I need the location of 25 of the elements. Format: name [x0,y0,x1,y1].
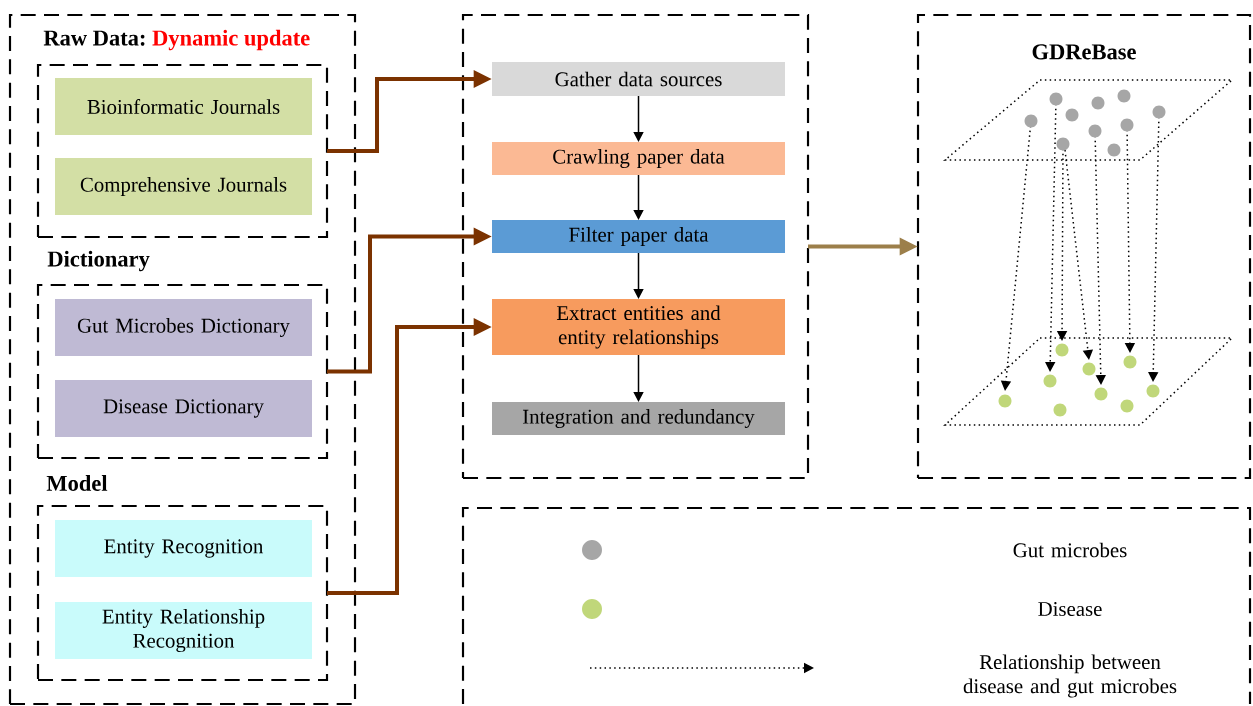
source-box: Gut Microbes Dictionary [55,299,312,356]
process-box: Extract entities and entity relationships [492,299,785,355]
process-box: Crawling paper data [492,142,785,175]
arrow [633,252,644,299]
node-label: Raw Data: [43,30,145,46]
titled-panel: GDReBase [916,13,1252,480]
source-box: Comprehensive Journals [55,158,312,215]
source-box: Entity Relationship Recognition [55,602,312,659]
node-label: Dictionary [47,250,150,272]
node-label: Model [46,475,108,491]
arrow [633,354,644,402]
panel [8,13,357,706]
process-box: Gather data sources [492,62,785,96]
node-label: Dynamic update [152,29,310,51]
legend-label: Relationship between disease and gut microbes [963,654,1177,698]
process-box: Filter paper data [492,220,785,253]
source-box: Disease Dictionary [55,380,312,437]
arrow [633,95,644,142]
process-box: Integration and redundancy [492,402,785,435]
source-box: Bioinformatic Journals [55,78,312,135]
legend-label: Disease [1038,602,1102,616]
arrow [633,174,644,220]
panel [461,13,810,480]
legend-label: Gut microbes [1013,542,1127,558]
source-box: Entity Recognition [55,520,312,577]
